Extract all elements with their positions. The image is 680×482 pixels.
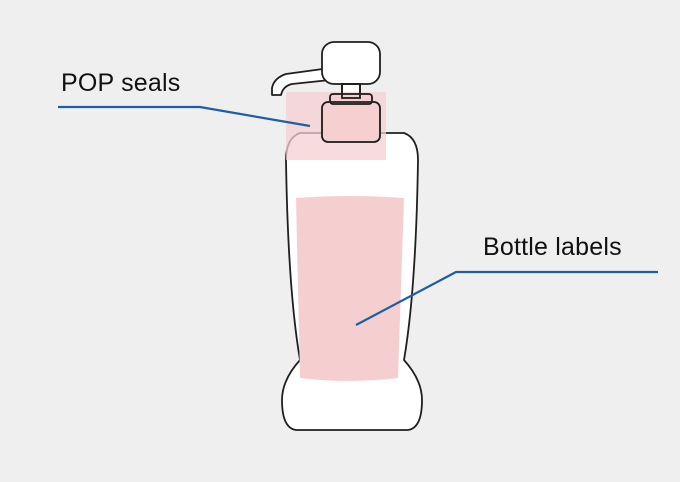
- pop-seals-label: POP seals: [61, 69, 180, 98]
- leader-line-pop-seals: [58, 107, 310, 126]
- pump-head: [322, 42, 380, 84]
- bottle-labels-label: Bottle labels: [483, 233, 622, 262]
- bottle-label-panel: [296, 196, 404, 381]
